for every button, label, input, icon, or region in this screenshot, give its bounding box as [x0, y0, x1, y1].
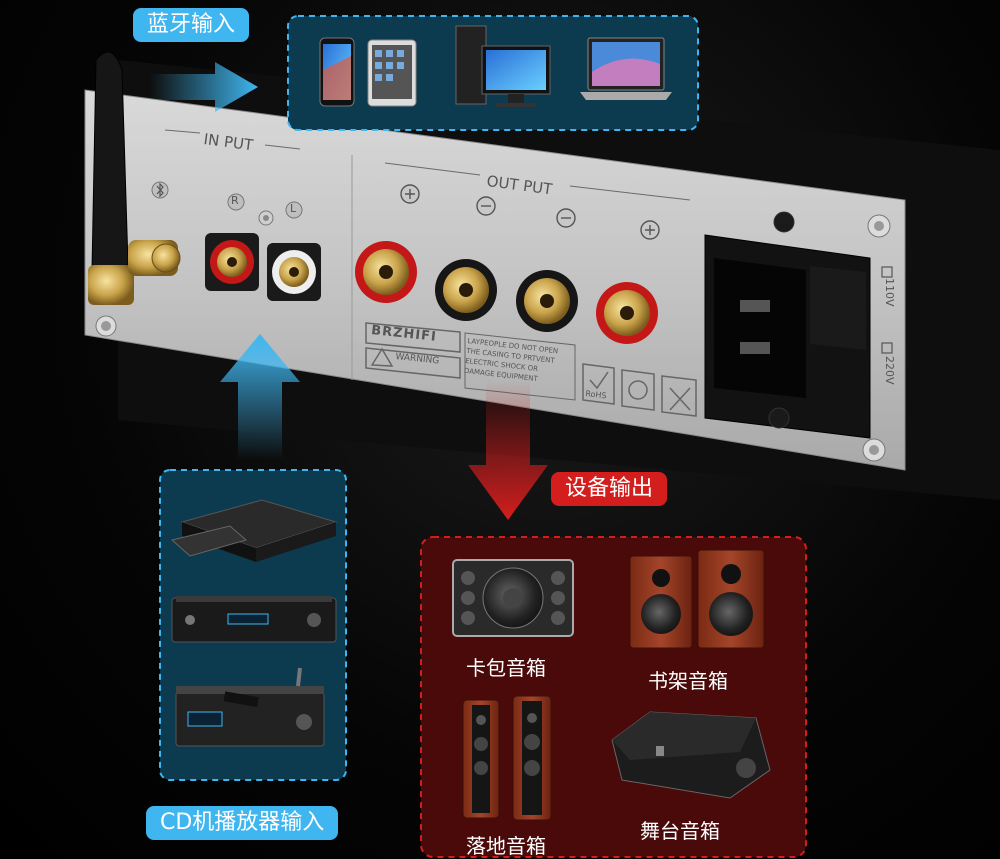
binding-post-2 [435, 259, 497, 321]
tablet-icon [367, 39, 417, 107]
desktop-computer-icon [455, 25, 551, 107]
channel-r-icon [227, 193, 245, 211]
stage-speaker-label: 舞台音箱 [640, 819, 720, 843]
binding-post-1 [355, 241, 417, 303]
voltage-checkboxes [881, 266, 893, 354]
cd-player-input-label: CD机播放器输入 [146, 806, 339, 840]
certification-icons [582, 363, 697, 417]
device-output-label: 设备输出 [551, 472, 668, 506]
bluetooth-icon [151, 181, 169, 199]
floorstanding-speaker-label: 落地音箱 [466, 834, 546, 858]
binding-post-3 [516, 270, 578, 332]
rca-input-right [205, 233, 259, 291]
bookshelf-speaker-label: 书架音箱 [648, 669, 728, 693]
power-inlet [704, 211, 871, 439]
channel-l-label: L [290, 202, 297, 215]
bluetooth-input-label: 蓝牙输入 [133, 8, 250, 42]
polarity-icons [400, 184, 660, 240]
brand-plate [365, 322, 576, 401]
bluetooth-antenna [88, 51, 181, 305]
karaoke-speaker-icon [452, 559, 574, 637]
rca-input-left [267, 243, 321, 301]
binding-post-4 [596, 282, 658, 344]
input-arrow [220, 334, 300, 460]
cd-player-icon [171, 596, 337, 643]
laptop-icon [580, 37, 672, 100]
karaoke-speaker-label: 卡包音箱 [466, 656, 546, 680]
bluetooth-arrow [150, 62, 258, 112]
voltage-220-label: 220V [883, 356, 896, 385]
panel-screws [95, 210, 891, 462]
bookshelf-speakers-icon [629, 549, 765, 649]
output-arrow [468, 380, 548, 520]
smartphone-icon [319, 37, 355, 107]
dvd-player-icon [170, 499, 338, 562]
floorstanding-speakers-icon [462, 695, 552, 821]
stage-monitor-icon [611, 711, 771, 799]
channel-l-icon [285, 201, 303, 219]
voltage-110-label: 110V [883, 278, 896, 307]
network-player-icon [175, 667, 325, 747]
channel-r-label: R [231, 194, 239, 207]
